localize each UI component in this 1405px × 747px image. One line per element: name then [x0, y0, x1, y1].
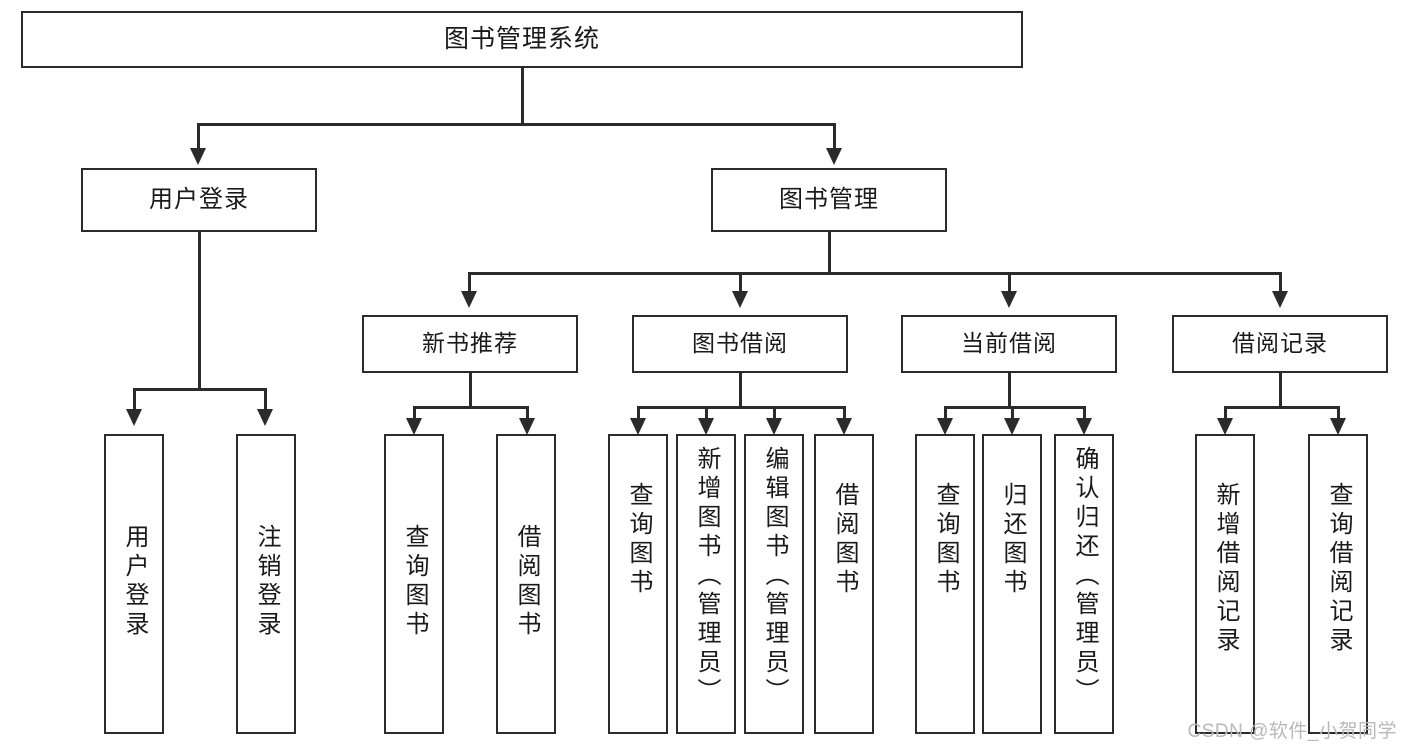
arrow-to-nbr-leaf-1 — [406, 418, 422, 435]
connector-borrow-record-stem — [1279, 373, 1282, 408]
connector-drop-cb-leaf-2 — [1011, 406, 1014, 420]
node-label: 当前借阅 — [961, 330, 1057, 357]
node-book-borrow[interactable]: 图书借阅 — [632, 315, 848, 373]
node-label: 图书借阅 — [692, 330, 788, 357]
arrow-to-bb-leaf-3 — [766, 418, 782, 435]
node-label: 查询借阅记录 — [1325, 482, 1352, 656]
arrow-to-book-borrow — [732, 291, 748, 308]
connector-book-borrow-stem — [739, 373, 742, 408]
connector-book-management-stem — [828, 232, 831, 274]
leaf-user-login[interactable]: 用户登录 — [104, 434, 164, 734]
node-label: 用户登录 — [121, 524, 148, 640]
connector-drop-nbr-leaf-2 — [526, 406, 529, 420]
connector-level2-drop-book-management — [833, 123, 836, 149]
arrow-to-bb-leaf-2 — [698, 418, 714, 435]
leaf-add-book-admin[interactable]: 新增图书（管理员） — [676, 434, 736, 734]
connector-drop-br-leaf-2 — [1337, 406, 1340, 420]
node-label: 确认归还（管理员） — [1071, 446, 1098, 707]
connector-drop-bb-leaf-3 — [773, 406, 776, 420]
connector-level3-bus — [468, 272, 1281, 275]
leaf-borrow-book-recommend[interactable]: 借阅图书 — [496, 434, 556, 734]
connector-root-stem — [521, 68, 524, 124]
arrow-to-user-login — [190, 148, 206, 165]
node-current-borrow[interactable]: 当前借阅 — [901, 315, 1117, 373]
leaf-query-book-current[interactable]: 查询图书 — [915, 434, 975, 734]
node-label: 用户登录 — [149, 185, 249, 213]
connector-level2-drop-user-login — [197, 123, 200, 149]
arrow-to-borrow-record — [1272, 291, 1288, 308]
connector-drop-new-book-recommend — [468, 272, 471, 292]
node-label: 注销登录 — [253, 524, 280, 640]
arrow-to-bb-leaf-4 — [836, 418, 852, 435]
connector-drop-bb-leaf-2 — [705, 406, 708, 420]
connector-drop-nbr-leaf-1 — [413, 406, 416, 420]
leaf-borrow-book[interactable]: 借阅图书 — [814, 434, 874, 734]
arrow-to-current-borrow — [1001, 291, 1017, 308]
node-borrow-record[interactable]: 借阅记录 — [1172, 315, 1388, 373]
node-label: 新书推荐 — [422, 330, 518, 357]
node-label: 查询图书 — [401, 524, 428, 640]
leaf-confirm-return-admin[interactable]: 确认归还（管理员） — [1054, 434, 1114, 734]
leaf-query-borrow-record[interactable]: 查询借阅记录 — [1308, 434, 1368, 734]
node-label: 归还图书 — [999, 482, 1026, 598]
node-label: 新增图书（管理员） — [693, 446, 720, 707]
node-label: 查询图书 — [625, 482, 652, 598]
node-label: 借阅图书 — [513, 524, 540, 640]
connector-user-login-stem — [198, 232, 201, 390]
node-user-login[interactable]: 用户登录 — [81, 168, 317, 232]
leaf-query-book-recommend[interactable]: 查询图书 — [384, 434, 444, 734]
leaf-edit-book-admin[interactable]: 编辑图书（管理员） — [744, 434, 804, 734]
arrow-to-br-leaf-1 — [1217, 418, 1233, 435]
arrow-to-cb-leaf-3 — [1076, 418, 1092, 435]
connector-drop-br-leaf-1 — [1224, 406, 1227, 420]
connector-drop-cb-leaf-1 — [944, 406, 947, 420]
connector-drop-user-login-leaf-2 — [264, 388, 267, 410]
arrow-to-cb-leaf-2 — [1004, 418, 1020, 435]
connector-current-borrow-stem — [1008, 373, 1011, 408]
arrow-to-bb-leaf-1 — [630, 418, 646, 435]
arrow-to-user-login-leaf-1 — [126, 409, 142, 426]
arrow-to-book-management — [826, 148, 842, 165]
connector-drop-current-borrow — [1008, 272, 1011, 292]
connector-book-borrow-bus — [637, 406, 845, 409]
node-label: 查询图书 — [932, 482, 959, 598]
node-label: 编辑图书（管理员） — [761, 446, 788, 707]
node-label: 借阅图书 — [831, 482, 858, 598]
connector-drop-user-login-leaf-1 — [133, 388, 136, 410]
node-label: 借阅记录 — [1232, 330, 1328, 357]
arrow-to-new-book-recommend — [461, 291, 477, 308]
connector-level2-bus — [197, 123, 835, 126]
node-new-book-recommend[interactable]: 新书推荐 — [362, 315, 578, 373]
connector-drop-bb-leaf-4 — [843, 406, 846, 420]
connector-drop-bb-leaf-1 — [637, 406, 640, 420]
csdn-watermark: CSDN @软件_小贺同学 — [1187, 721, 1397, 742]
arrow-to-cb-leaf-1 — [937, 418, 953, 435]
arrow-to-user-login-leaf-2 — [257, 409, 273, 426]
arrow-to-nbr-leaf-2 — [519, 418, 535, 435]
connector-drop-cb-leaf-3 — [1083, 406, 1086, 420]
node-label: 图书管理系统 — [443, 24, 600, 53]
leaf-query-book-borrow[interactable]: 查询图书 — [608, 434, 668, 734]
node-label: 新增借阅记录 — [1212, 482, 1239, 656]
connector-drop-book-borrow — [739, 272, 742, 292]
leaf-logout[interactable]: 注销登录 — [236, 434, 296, 734]
arrow-to-br-leaf-2 — [1330, 418, 1346, 435]
node-book-management[interactable]: 图书管理 — [711, 168, 947, 232]
node-root-book-management-system[interactable]: 图书管理系统 — [21, 11, 1023, 68]
connector-user-login-bus — [133, 388, 266, 391]
connector-new-book-recommend-bus — [413, 406, 528, 409]
connector-borrow-record-bus — [1224, 406, 1339, 409]
connector-drop-borrow-record — [1279, 272, 1282, 292]
connector-current-borrow-bus — [944, 406, 1085, 409]
leaf-return-book[interactable]: 归还图书 — [982, 434, 1042, 734]
connector-new-book-recommend-stem — [469, 373, 472, 408]
leaf-add-borrow-record[interactable]: 新增借阅记录 — [1195, 434, 1255, 734]
node-label: 图书管理 — [779, 185, 879, 213]
